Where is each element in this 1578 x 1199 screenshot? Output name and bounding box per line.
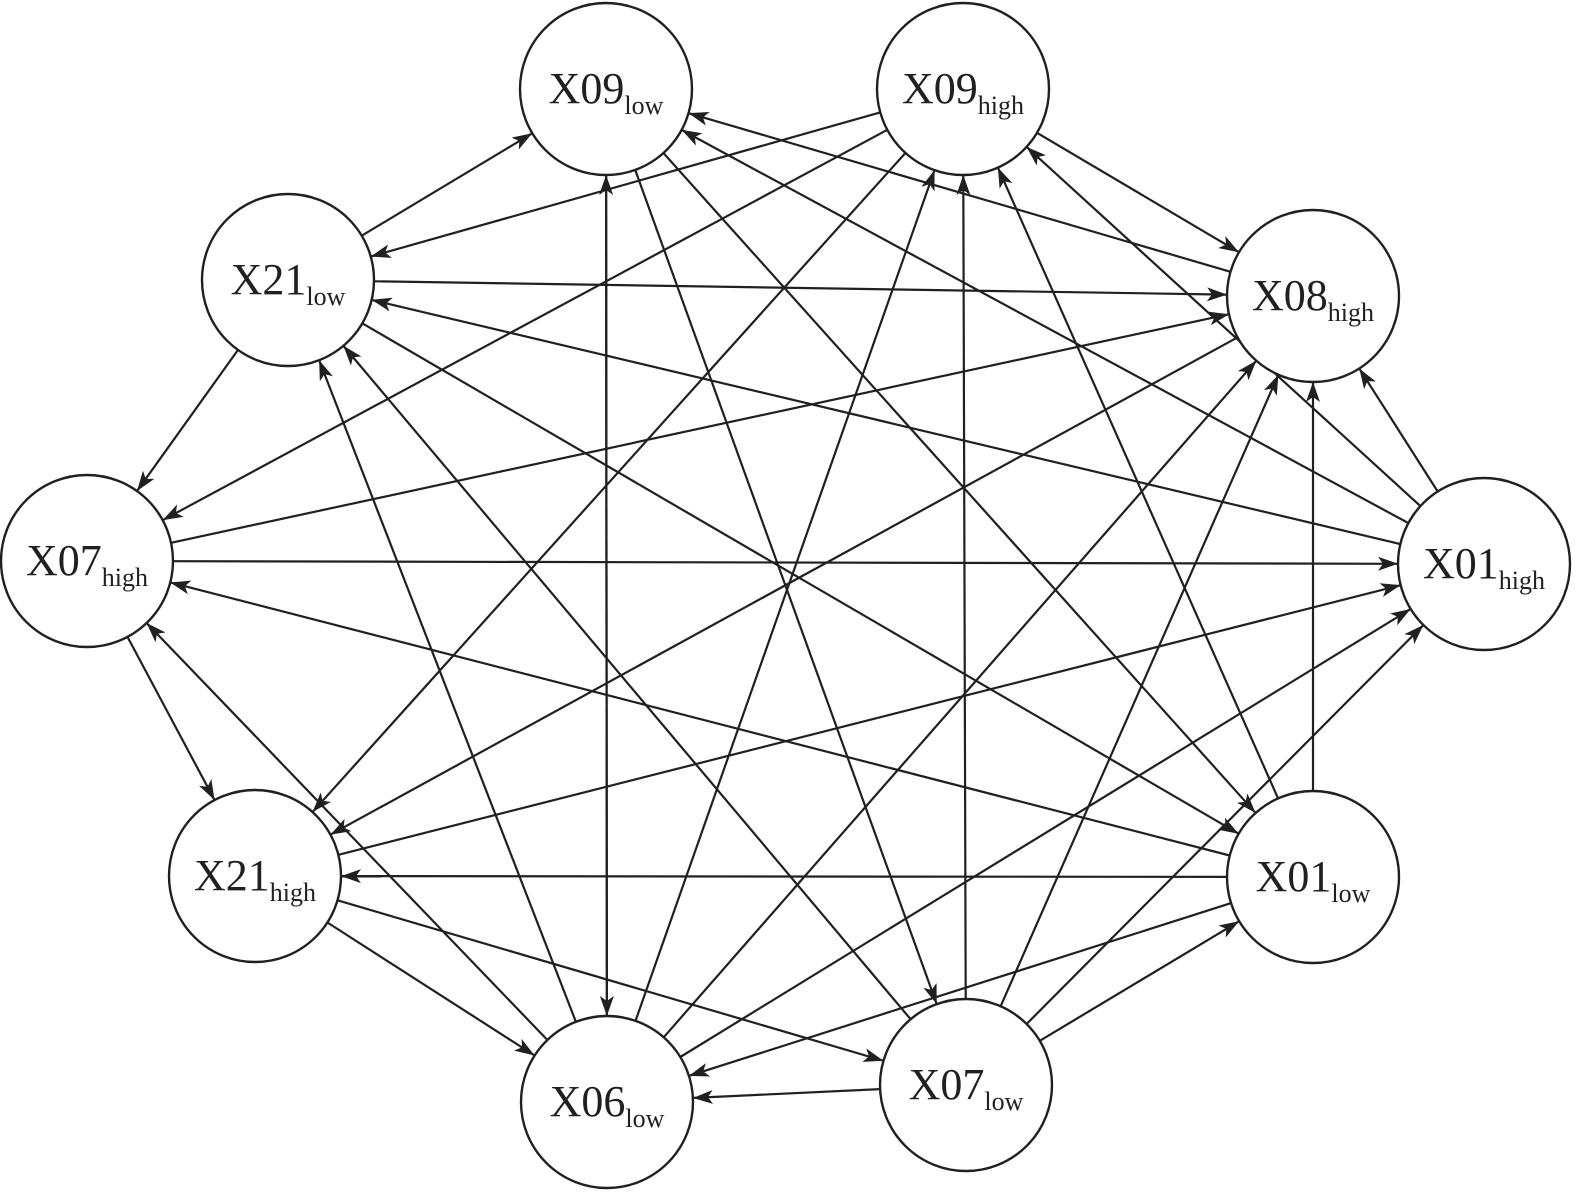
- node-label-main: X07: [909, 1060, 985, 1109]
- node-X09high: X09high: [875, 1, 1051, 177]
- node-X21high: X21high: [167, 788, 343, 964]
- edge-X07low-to-X09high: [956, 175, 971, 1000]
- node-X01high: X01high: [1396, 476, 1572, 652]
- node-label: X21low: [231, 255, 346, 311]
- node-label-subscript: high: [1499, 566, 1545, 595]
- node-label: X09low: [549, 64, 664, 120]
- node-X06low: X06low: [519, 1014, 695, 1190]
- node-label-subscript: low: [625, 1104, 664, 1133]
- node-circle: [878, 997, 1054, 1173]
- node-X21low: X21low: [200, 192, 376, 368]
- node-label-main: X09: [549, 64, 625, 113]
- node-label: X01high: [1423, 539, 1545, 595]
- edge-X07high-to-X08high: [170, 311, 1229, 544]
- edge-X01high-to-X21low: [371, 297, 1401, 546]
- edge-X06low-to-X21low: [318, 360, 577, 1023]
- node-label-subscript: low: [306, 282, 345, 311]
- edge-X01low-to-X21high: [341, 869, 1228, 884]
- edge-X21high-to-X01high: [338, 583, 1401, 856]
- node-circle: [1225, 789, 1401, 965]
- edge-X06low-to-X01high: [679, 608, 1411, 1058]
- node-label: X09high: [902, 64, 1024, 120]
- edge-X21high-to-X06low: [326, 921, 535, 1056]
- node-label-subscript: low: [624, 91, 663, 120]
- node-circle: [200, 192, 376, 368]
- edge-X21low-to-X08high: [373, 280, 1227, 302]
- edge-X01low-to-X07high: [170, 580, 1230, 857]
- node-label: X07high: [26, 536, 148, 592]
- node-circle: [167, 788, 343, 964]
- node-label-subscript: low: [984, 1087, 1023, 1116]
- node-X09low: X09low: [518, 1, 694, 177]
- node-circle: [0, 473, 175, 649]
- edge-X21low-to-X09low: [361, 132, 533, 237]
- edge-X01low-to-X09high: [997, 167, 1280, 799]
- edge-X09high-to-X21low: [370, 111, 881, 258]
- node-label-subscript: high: [1328, 298, 1374, 327]
- edge-X09low-to-X07low: [634, 169, 938, 1005]
- node-label: X06low: [550, 1077, 665, 1133]
- node-label-main: X07: [26, 536, 102, 585]
- edge-X06low-to-X09low: [599, 175, 614, 1017]
- node-label-subscript: low: [1331, 879, 1370, 908]
- edge-X09low-to-X01low: [662, 152, 1256, 813]
- node-label-main: X01: [1423, 539, 1499, 588]
- node-label: X08high: [1252, 271, 1374, 327]
- node-label-main: X01: [1256, 852, 1332, 901]
- edge-X07low-to-X01low: [1039, 920, 1240, 1042]
- node-label-main: X21: [231, 255, 307, 304]
- node-X01low: X01low: [1225, 789, 1401, 965]
- node-label-subscript: high: [270, 878, 316, 907]
- node-X07low: X07low: [878, 997, 1054, 1173]
- node-label-main: X09: [902, 64, 978, 113]
- node-label-main: X08: [1252, 271, 1328, 320]
- edge-X01high-to-X08high: [1358, 368, 1439, 493]
- edge-X07low-to-X08high: [999, 374, 1280, 1007]
- node-X07high: X07high: [0, 473, 175, 649]
- node-label: X21high: [194, 851, 316, 907]
- edge-X01high-to-X09high: [1026, 146, 1422, 507]
- node-label: X01low: [1256, 852, 1371, 908]
- node-label-subscript: high: [978, 91, 1024, 120]
- node-label: X07low: [909, 1060, 1024, 1116]
- edge-X01high-to-X09low: [681, 129, 1409, 525]
- edge-X07high-to-X01high: [172, 556, 1398, 571]
- node-circle: [518, 1, 694, 177]
- node-circle: [519, 1014, 695, 1190]
- edge-X09high-to-X08high: [1036, 131, 1239, 253]
- node-circle: [1396, 476, 1572, 652]
- edge-X06low-to-X08high: [662, 360, 1257, 1039]
- edge-X07high-to-X21high: [126, 636, 216, 801]
- edge-X21low-to-X07high: [136, 349, 239, 492]
- edge-X07low-to-X01high: [1025, 624, 1424, 1025]
- edge-X21high-to-X07low: [337, 899, 884, 1062]
- edge-X09high-to-X07high: [162, 128, 888, 521]
- node-label-main: X21: [194, 851, 270, 900]
- edge-X01low-to-X06low: [688, 902, 1232, 1077]
- edge-X09high-to-X21high: [312, 152, 907, 813]
- node-circle: [1225, 208, 1401, 384]
- node-X08high: X08high: [1225, 208, 1401, 384]
- edge-X07low-to-X06low: [692, 1088, 881, 1104]
- edges-layer: [126, 111, 1439, 1104]
- node-circle: [875, 1, 1051, 177]
- edge-X08high-to-X21high: [330, 336, 1239, 836]
- edge-X07low-to-X21low: [343, 345, 912, 1020]
- node-label-subscript: high: [102, 563, 148, 592]
- edge-X06low-to-X09high: [634, 170, 936, 1022]
- node-label-main: X06: [550, 1077, 626, 1126]
